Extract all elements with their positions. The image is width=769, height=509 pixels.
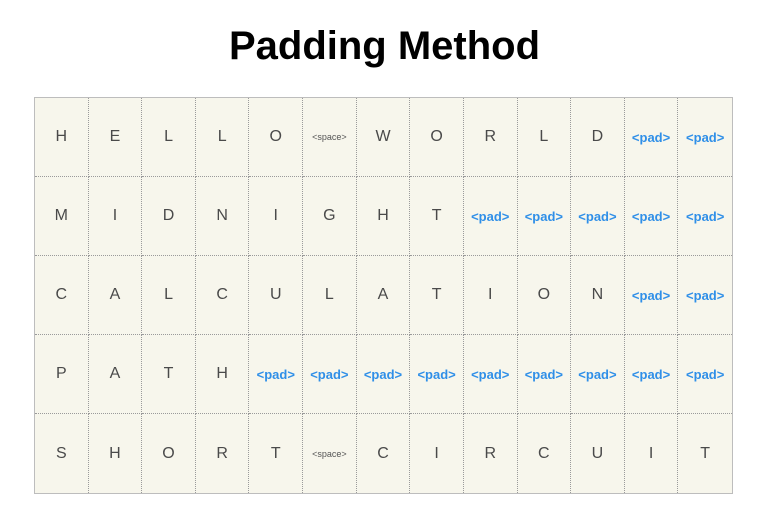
token-cell: U [249, 256, 304, 335]
token-cell: I [88, 177, 143, 256]
token-cell: A [88, 335, 143, 414]
token-cell: T [142, 335, 196, 414]
pad-token-cell: <pad> [624, 256, 679, 335]
token-cell: R [464, 414, 518, 493]
token-cell: N [571, 256, 625, 335]
pad-token-cell: <pad> [249, 335, 304, 414]
token-cell: D [142, 177, 196, 256]
token-cell: C [35, 256, 89, 335]
token-cell: H [35, 98, 89, 177]
token-cell: C [518, 414, 572, 493]
token-cell: H [356, 177, 411, 256]
space-token-cell: <space> [303, 414, 357, 493]
token-cell: H [89, 414, 143, 493]
pad-token-cell: <pad> [571, 335, 625, 414]
pad-token-cell: <pad> [624, 98, 679, 177]
token-cell: S [35, 414, 89, 493]
token-cell: L [517, 98, 572, 177]
pad-token-cell: <pad> [517, 177, 572, 256]
pad-token-cell: <pad> [678, 256, 732, 335]
token-cell: O [142, 414, 196, 493]
token-cell: T [410, 177, 464, 256]
token-cell: P [35, 335, 89, 414]
token-cell: N [195, 177, 250, 256]
pad-token-cell: <pad> [517, 335, 572, 414]
page-title: Padding Method [228, 24, 541, 68]
pad-token-cell: <pad> [571, 177, 625, 256]
pad-token-cell: <pad> [463, 335, 518, 414]
space-token-cell: <space> [303, 98, 357, 177]
pad-token-cell: <pad> [624, 177, 679, 256]
token-cell: M [35, 177, 89, 256]
token-cell: H [195, 335, 250, 414]
token-cell: C [357, 414, 411, 493]
pad-token-cell: <pad> [678, 335, 732, 414]
pad-token-cell: <pad> [410, 335, 464, 414]
token-cell: T [410, 256, 464, 335]
token-cell: I [625, 414, 679, 493]
token-cell: O [517, 256, 572, 335]
pad-token-cell: <pad> [463, 177, 518, 256]
token-cell: O [410, 98, 464, 177]
token-cell: L [195, 98, 250, 177]
token-cell: D [571, 98, 625, 177]
token-cell: L [142, 256, 196, 335]
token-cell: I [249, 177, 304, 256]
pad-token-cell: <pad> [624, 335, 679, 414]
token-cell: C [195, 256, 250, 335]
token-cell: E [88, 98, 143, 177]
token-cell: L [142, 98, 196, 177]
token-cell: T [249, 414, 304, 493]
token-cell: A [88, 256, 143, 335]
token-cell: O [249, 98, 304, 177]
token-cell: U [571, 414, 625, 493]
pad-token-cell: <pad> [678, 98, 732, 177]
token-cell: R [463, 98, 518, 177]
token-cell: W [356, 98, 411, 177]
token-cell: A [356, 256, 411, 335]
pad-token-cell: <pad> [678, 177, 732, 256]
pad-token-cell: <pad> [356, 335, 411, 414]
token-cell: I [410, 414, 464, 493]
token-cell: R [196, 414, 250, 493]
token-cell: I [463, 256, 518, 335]
token-cell: T [700, 444, 711, 462]
token-cell: L [303, 256, 357, 335]
token-cell: G [303, 177, 357, 256]
pad-token-cell: <pad> [303, 335, 357, 414]
